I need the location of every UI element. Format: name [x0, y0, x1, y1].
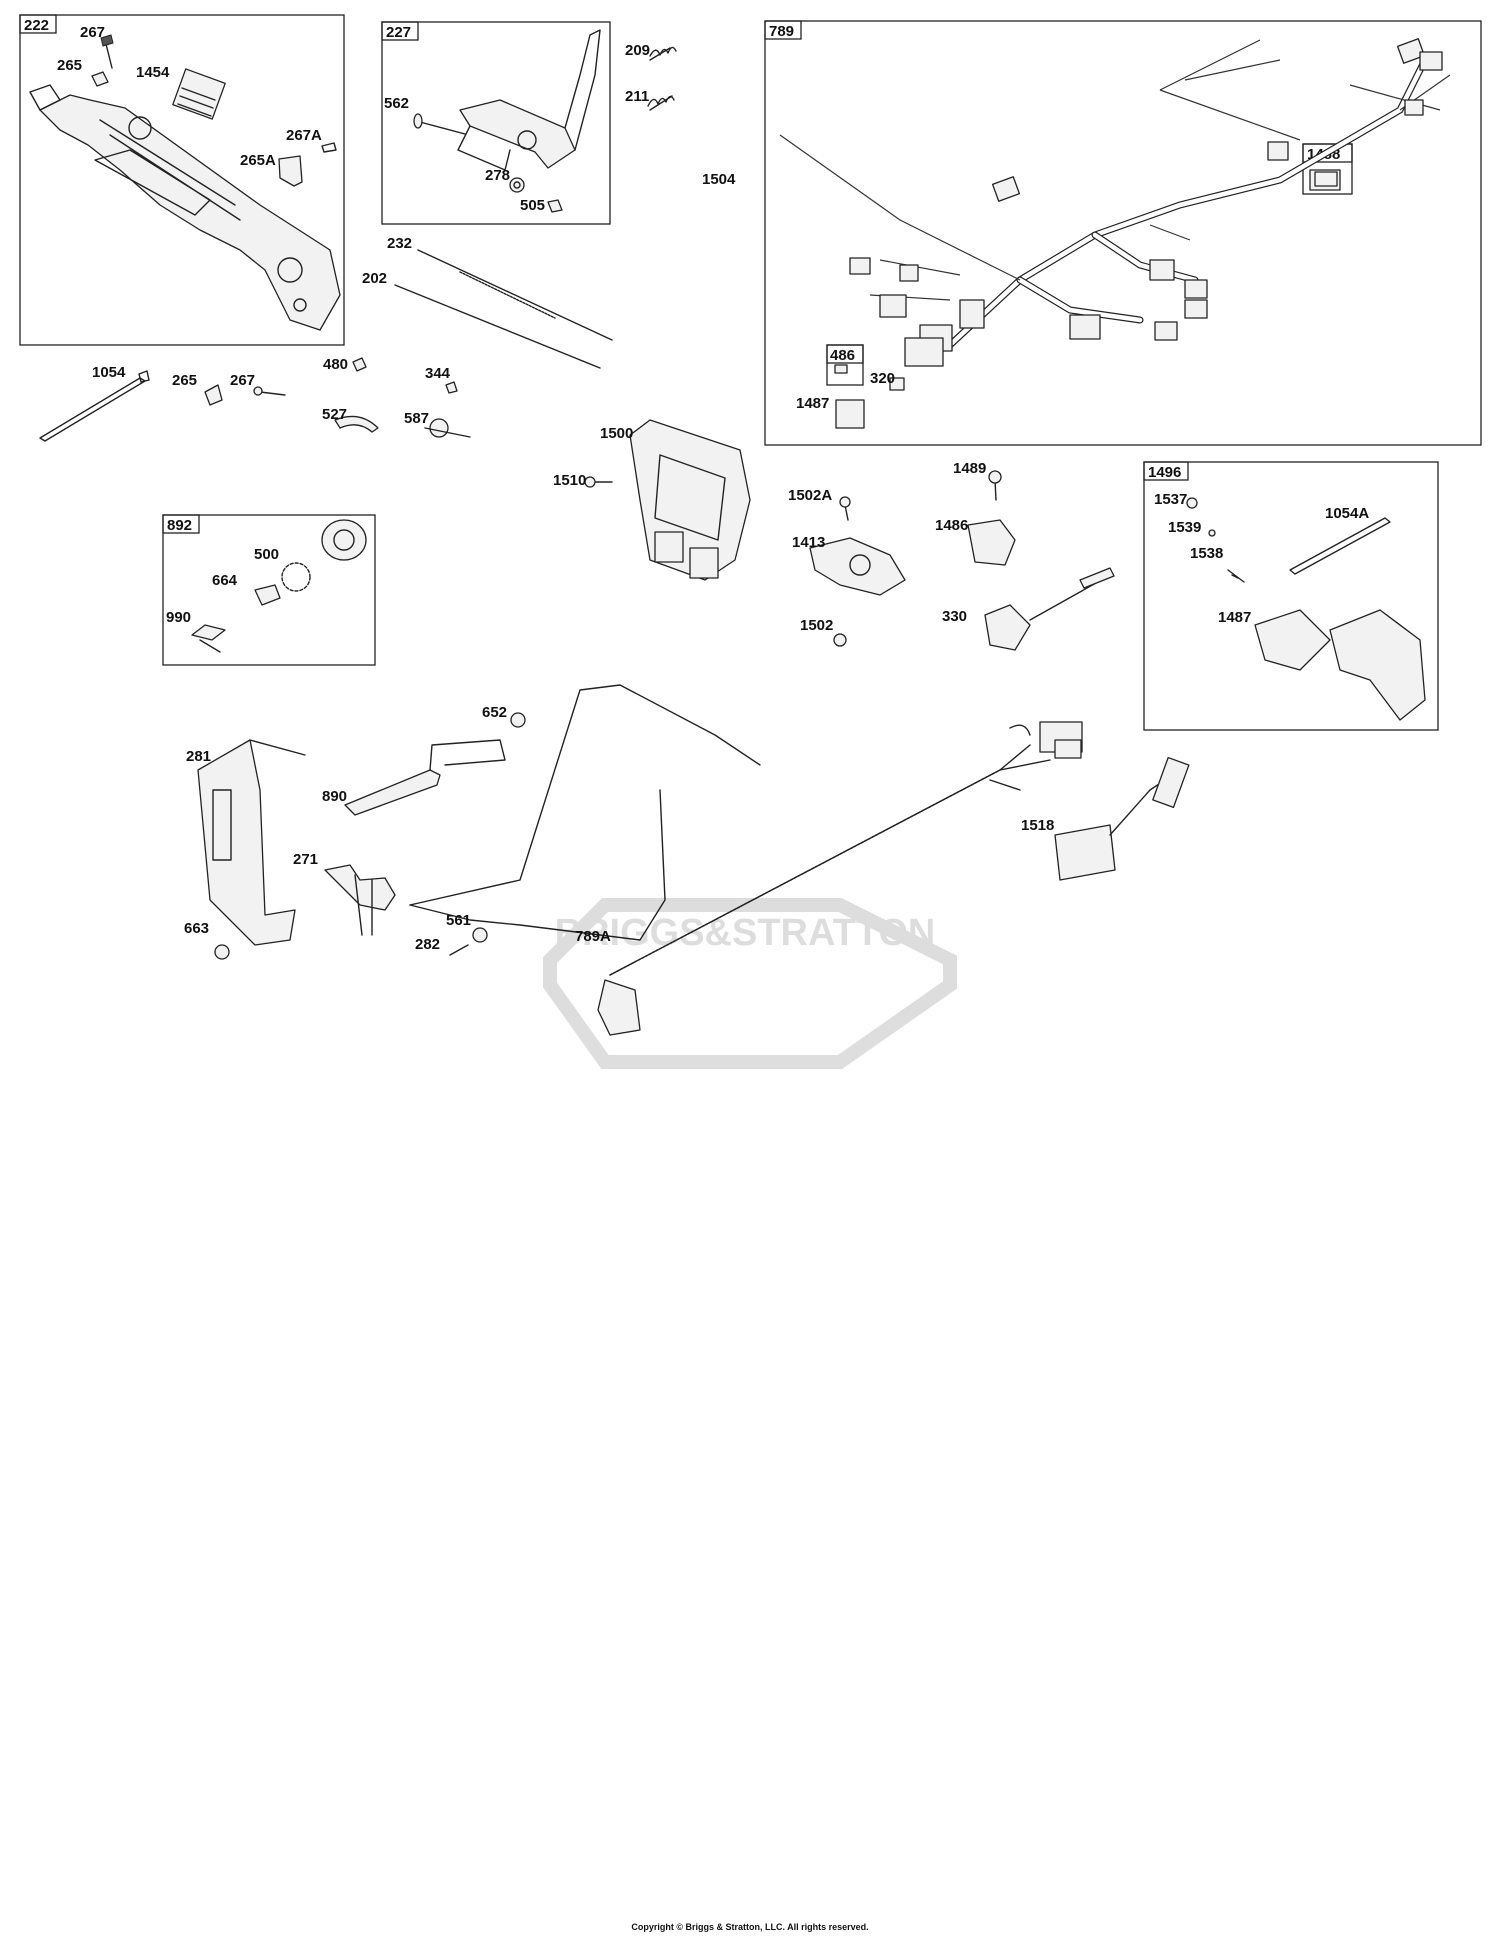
part-label: 527 [322, 406, 347, 423]
box-892-label: 892 [167, 517, 192, 534]
part-label: 480 [323, 356, 348, 373]
part-label: 202 [362, 270, 387, 287]
part-label: 500 [254, 546, 279, 563]
part-label: 587 [404, 410, 429, 427]
part-label: 664 [212, 572, 238, 589]
ecu-module-drawing [584, 419, 751, 581]
part-label: 1502 [800, 617, 833, 634]
part-label: 1538 [1190, 545, 1223, 562]
box-227: 227 [381, 21, 611, 225]
box-486: 486 [826, 344, 864, 386]
part-label: 209 [625, 42, 650, 59]
part-label: 1502A [788, 487, 832, 504]
part-label: 1504 [702, 171, 736, 188]
part-label: 652 [482, 704, 507, 721]
part-label: 271 [293, 851, 318, 868]
small-hardware-drawing [39, 357, 471, 442]
part-label: 281 [186, 748, 211, 765]
ignition-switch-drawing [191, 519, 367, 653]
map-sensor-drawing [967, 470, 1115, 651]
part-label: 561 [446, 912, 471, 929]
extension-harness-drawing [597, 721, 1190, 1036]
part-label: 1487 [796, 395, 829, 412]
watermark-text: BRIGGS&STRATTON [555, 912, 936, 954]
part-label: 663 [184, 920, 209, 937]
part-label: 267 [80, 24, 105, 41]
part-label: 265A [240, 152, 276, 169]
panel-bracket-drawing [197, 739, 306, 960]
part-label: 211 [625, 88, 649, 105]
copyright-footer: Copyright © Briggs & Stratton, LLC. All … [631, 1922, 869, 1932]
part-label: 1500 [600, 425, 633, 442]
part-label: 789A [575, 928, 611, 945]
throttle-control-drawing [324, 684, 761, 956]
part-label: 1518 [1021, 817, 1054, 834]
part-label: 330 [942, 608, 967, 625]
box-789-label: 789 [769, 23, 794, 40]
part-label: 1539 [1168, 519, 1201, 536]
box-222-label: 222 [24, 17, 49, 34]
box-486-label: 486 [830, 347, 855, 364]
part-label: 505 [520, 197, 545, 214]
box-1496: 1496 [1143, 461, 1439, 731]
part-label: 265 [57, 57, 82, 74]
part-label: 232 [387, 235, 412, 252]
part-label: 1454 [136, 64, 170, 81]
part-label: 562 [384, 95, 409, 112]
part-label: 282 [415, 936, 440, 953]
part-label: 1489 [953, 460, 986, 477]
box-789: 789 [764, 20, 1482, 446]
part-label: 344 [425, 365, 451, 382]
part-label: 1054 [92, 364, 126, 381]
governor-spring-links-drawing [394, 249, 613, 369]
part-label: 1486 [935, 517, 968, 534]
throttle-body-sensor-drawing [809, 496, 906, 647]
part-label: 267 [230, 372, 255, 389]
control-bracket-drawing [29, 34, 341, 331]
part-label: 267A [286, 127, 322, 144]
part-label: 1537 [1154, 491, 1187, 508]
part-label: 1487 [1218, 609, 1251, 626]
bracket-1496-drawing [1186, 497, 1426, 721]
part-label: 890 [322, 788, 347, 805]
box-222: 222 [19, 14, 345, 346]
part-label: 265 [172, 372, 197, 389]
box-1496-label: 1496 [1148, 464, 1181, 481]
part-label: 990 [166, 609, 191, 626]
box-227-label: 227 [386, 24, 411, 41]
part-label: 320 [870, 370, 895, 387]
part-label: 1054A [1325, 505, 1369, 522]
part-number-labels: 267 265 1454 267A 265A 562 278 505 209 2… [57, 24, 1369, 953]
watermark: BRIGGS&STRATTON [543, 898, 957, 1069]
part-label: 278 [485, 167, 510, 184]
part-label: 1413 [792, 534, 825, 551]
box-892: 892 [162, 514, 376, 666]
main-wire-harness-drawing [779, 38, 1451, 429]
throttle-plate-drawing [413, 29, 677, 213]
part-label: 1510 [553, 472, 586, 489]
